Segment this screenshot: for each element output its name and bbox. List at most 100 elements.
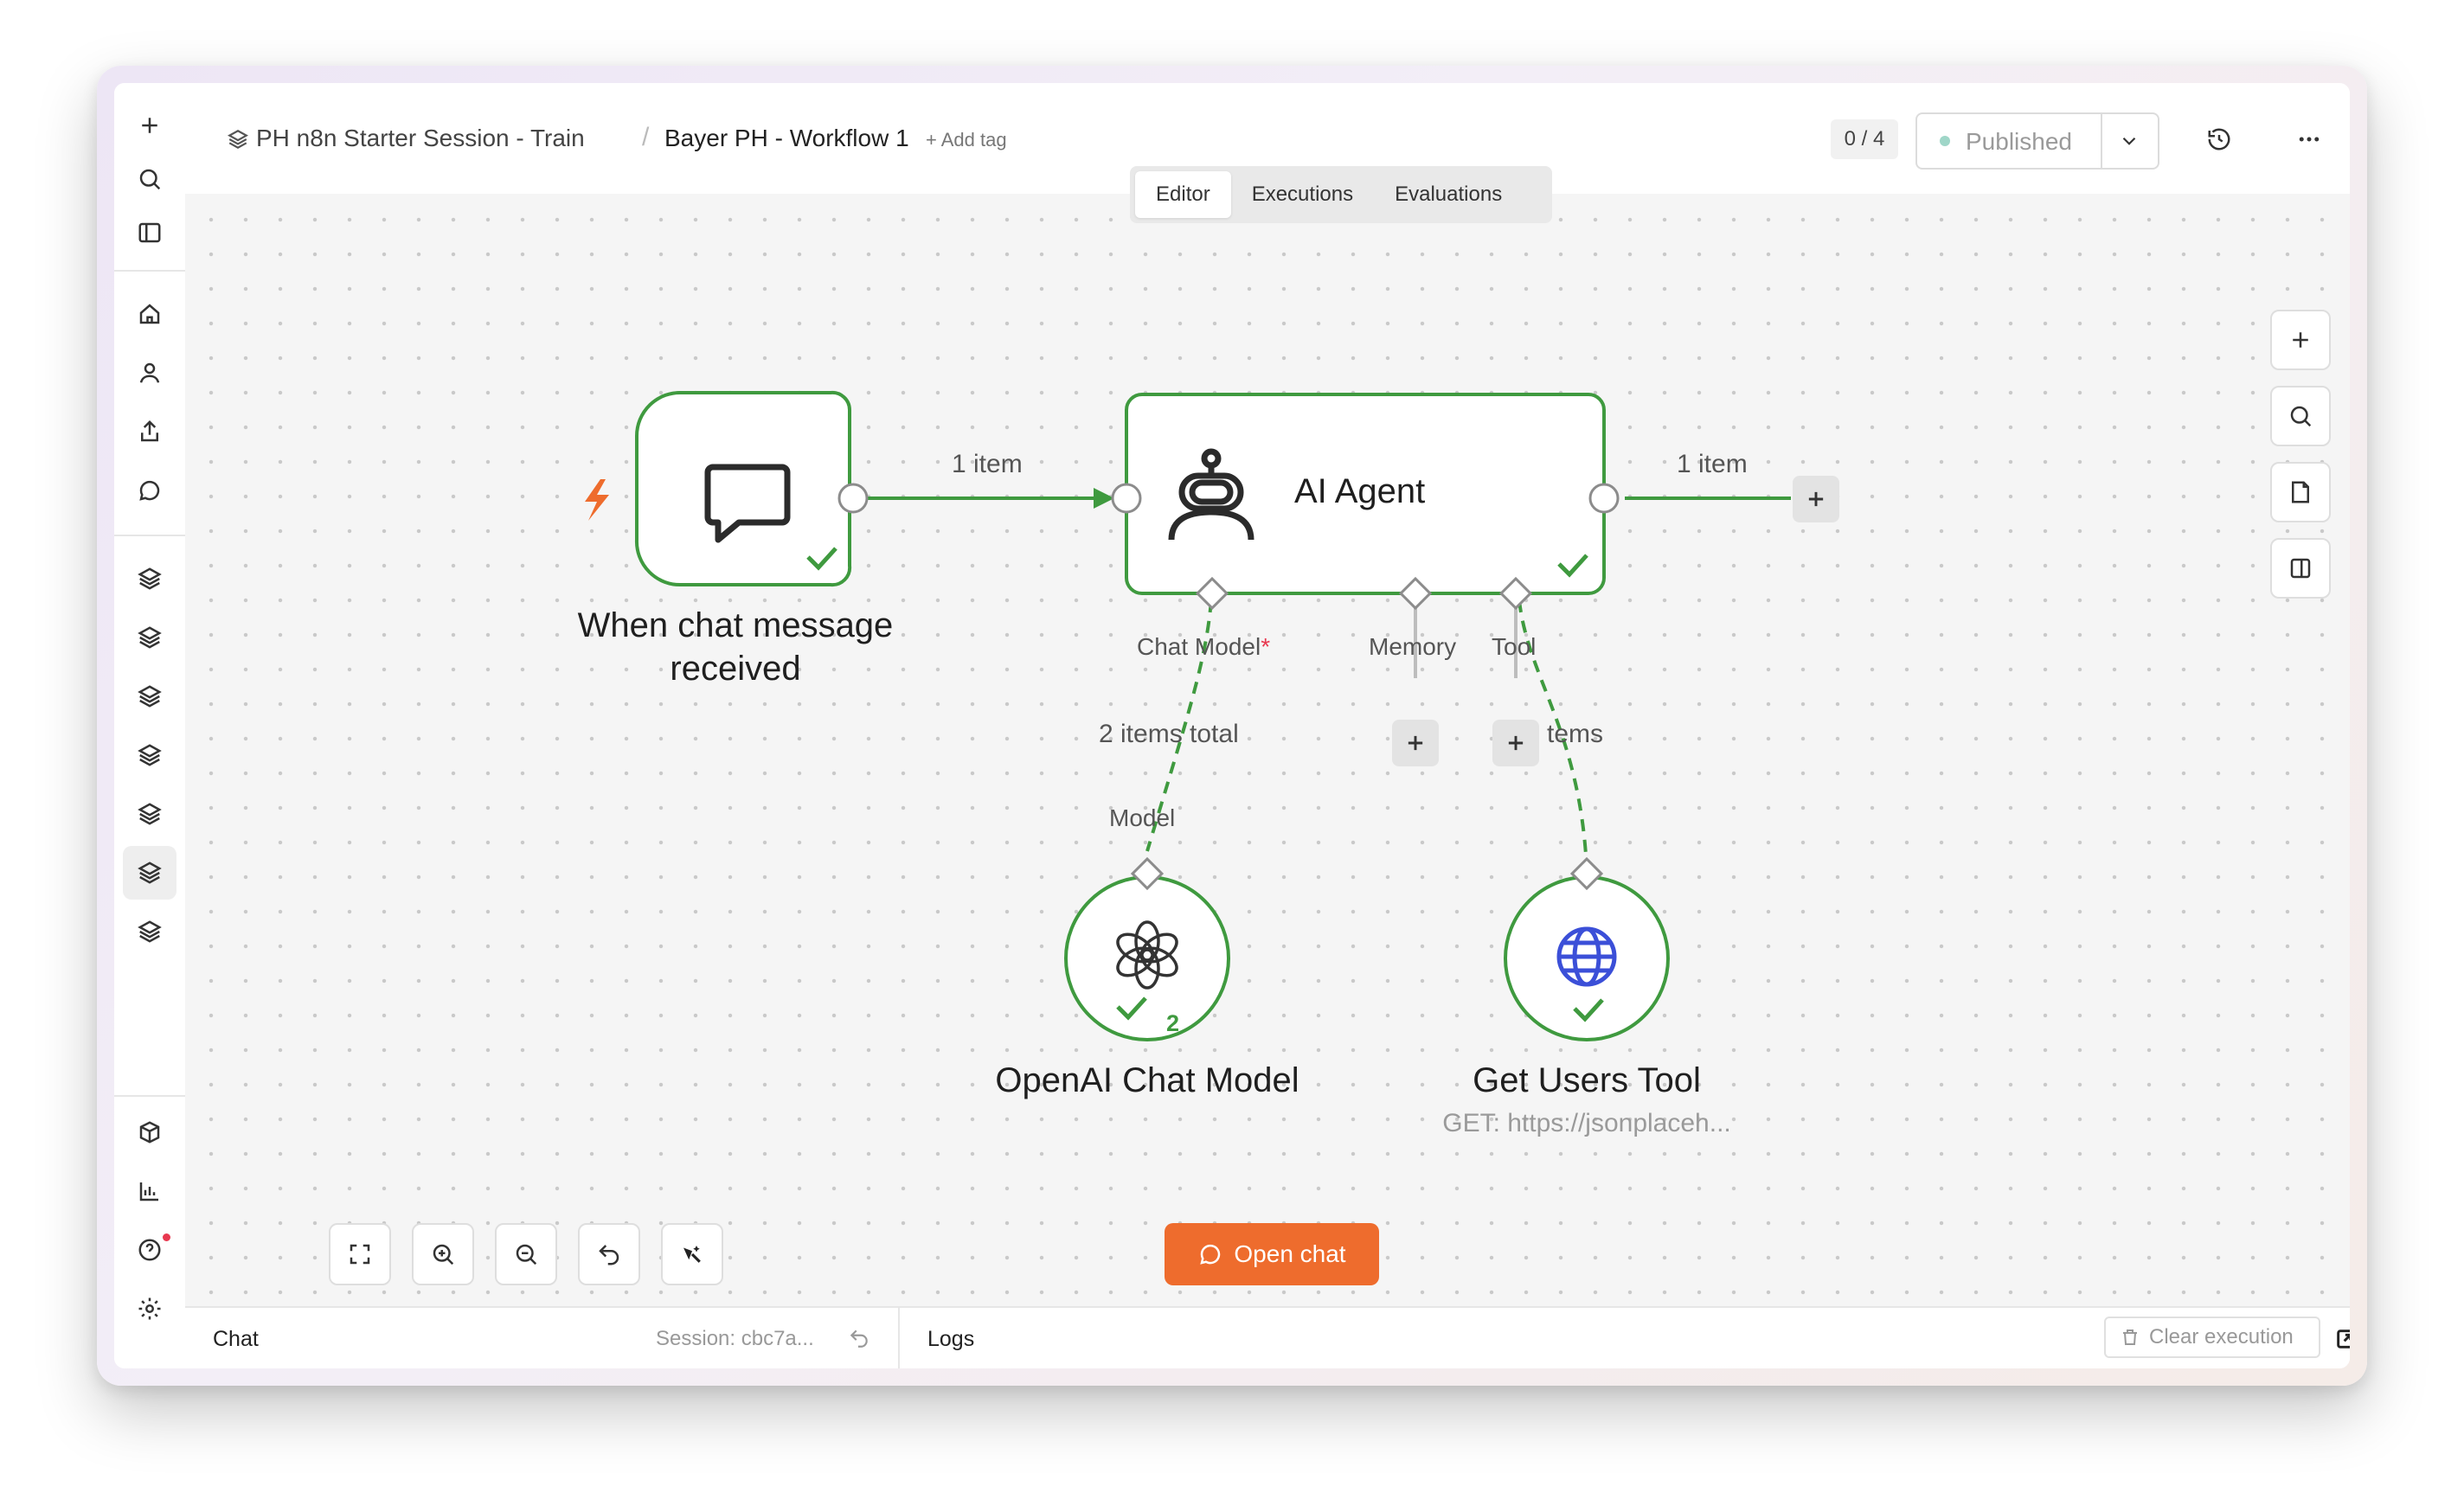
- plus-icon: [1808, 491, 1824, 507]
- note-icon: [2292, 481, 2309, 503]
- users-tool-output-port[interactable]: [1569, 856, 1604, 891]
- publish-group: Published: [1915, 112, 2159, 170]
- tidy-up-button[interactable]: [661, 1223, 723, 1285]
- layers-icon[interactable]: [123, 787, 176, 841]
- zoom-out-icon: [516, 1244, 537, 1265]
- chat-panel-label[interactable]: Chat: [213, 1327, 259, 1351]
- robot-icon: [1168, 448, 1254, 541]
- sidebar-divider: [114, 1095, 185, 1097]
- sticky-note-button[interactable]: [2270, 462, 2331, 522]
- add-node-button[interactable]: [2270, 310, 2331, 370]
- zoom-out-button[interactable]: [495, 1223, 557, 1285]
- plus-icon: [1408, 735, 1423, 751]
- globe-icon: [1556, 926, 1617, 987]
- share-icon[interactable]: [123, 405, 176, 458]
- clear-execution-button[interactable]: Clear execution: [2104, 1317, 2320, 1358]
- search-icon: [2290, 406, 2312, 427]
- openai-logo-icon: [1116, 920, 1178, 990]
- workflow-counter: 0 / 4: [1831, 119, 1898, 159]
- toggle-panel-button[interactable]: [2270, 538, 2331, 599]
- insights-chart-icon[interactable]: [123, 1164, 176, 1218]
- openai-node[interactable]: [1064, 875, 1230, 1041]
- chat-model-port[interactable]: [1195, 576, 1229, 611]
- trash-icon: [2123, 1329, 2137, 1345]
- view-tabs: Editor Executions Evaluations: [1130, 166, 1552, 223]
- panel-icon: [2290, 558, 2311, 579]
- chat-bubble-icon: [704, 464, 791, 543]
- edge-label-trigger-agent: 1 item: [952, 450, 1023, 478]
- open-chat-label: Open chat: [1234, 1240, 1346, 1267]
- add-icon[interactable]: [123, 99, 176, 152]
- undo-button[interactable]: [578, 1223, 640, 1285]
- layers-icon[interactable]: [123, 728, 176, 782]
- sidebar-divider: [114, 535, 185, 536]
- edge-label-chat-model-items: 2 items total: [1099, 720, 1239, 748]
- help-icon[interactable]: [123, 1223, 176, 1277]
- trigger-output-port[interactable]: [837, 483, 869, 514]
- chat-model-label-text: Chat Model: [1137, 633, 1261, 660]
- search-nodes-button[interactable]: [2270, 386, 2331, 446]
- chat-model-port-label: Chat Model*: [1137, 633, 1270, 661]
- edge-label-model: Model: [1109, 804, 1176, 831]
- trigger-node[interactable]: [634, 390, 852, 587]
- add-tool-button[interactable]: [1492, 720, 1539, 766]
- trigger-node-label: When chat message received: [577, 606, 894, 688]
- chevron-down-icon[interactable]: [2118, 130, 2140, 152]
- agent-node-label: AI Agent: [1294, 472, 1426, 510]
- layers-icon[interactable]: [123, 905, 176, 958]
- layers-icon[interactable]: [123, 552, 176, 605]
- open-chat-button[interactable]: Open chat: [1165, 1223, 1379, 1285]
- openai-node-label: OpenAI Chat Model: [995, 1061, 1299, 1099]
- success-check-icon: [1573, 998, 1604, 1022]
- agent-output-port[interactable]: [1588, 483, 1620, 514]
- tool-port[interactable]: [1498, 576, 1533, 611]
- published-button[interactable]: Published: [1966, 128, 2072, 155]
- status-dot: [1940, 136, 1950, 146]
- add-memory-button[interactable]: [1392, 720, 1439, 766]
- session-id: Session: cbc7a...: [656, 1327, 814, 1350]
- workflow-canvas[interactable]: Editor Executions Evaluations: [185, 166, 2350, 1368]
- edge-label-agent-output: 1 item: [1677, 450, 1748, 478]
- add-node-output-button[interactable]: [1793, 476, 1839, 522]
- layers-icon[interactable]: [123, 846, 176, 900]
- edge-label-tool-items: tems: [1547, 720, 1604, 748]
- gear-icon[interactable]: [123, 1282, 176, 1336]
- tab-executions[interactable]: Executions: [1251, 183, 1354, 206]
- reset-session-icon[interactable]: [848, 1327, 870, 1349]
- history-icon[interactable]: [2206, 126, 2232, 152]
- pop-out-icon[interactable]: [2334, 1327, 2350, 1351]
- more-options-icon[interactable]: [2296, 126, 2322, 152]
- zoom-in-button[interactable]: [412, 1223, 474, 1285]
- layers-icon[interactable]: [123, 611, 176, 664]
- bottom-panel-bar: Chat Session: cbc7a... Logs Clear execut…: [185, 1306, 2350, 1368]
- breadcrumb-project[interactable]: PH n8n Starter Session - Train: [256, 125, 585, 151]
- edge-tool[interactable]: [1518, 599, 1588, 869]
- users-tool-node-label: Get Users Tool: [1473, 1061, 1701, 1099]
- tab-editor[interactable]: Editor: [1135, 171, 1231, 218]
- package-icon[interactable]: [123, 1105, 176, 1159]
- logs-panel-label[interactable]: Logs: [927, 1327, 975, 1351]
- fit-view-button[interactable]: [329, 1223, 391, 1285]
- connections-layer: [585, 390, 1791, 1041]
- user-icon[interactable]: [123, 346, 176, 400]
- agent-input-port[interactable]: [1111, 483, 1142, 514]
- sidebar-toggle-icon[interactable]: [123, 206, 176, 259]
- chat-icon: [1200, 1244, 1221, 1265]
- layers-icon[interactable]: [123, 670, 176, 723]
- users-tool-subtitle: GET: https://jsonplaceh...: [1442, 1109, 1731, 1137]
- workflow-name[interactable]: Bayer PH - Workflow 1: [664, 125, 909, 151]
- add-tag-button[interactable]: + Add tag: [926, 129, 1007, 151]
- arrowhead: [1094, 488, 1114, 509]
- search-icon[interactable]: [123, 152, 176, 206]
- home-icon[interactable]: [123, 287, 176, 341]
- notification-dot: [163, 1233, 170, 1241]
- tab-evaluations[interactable]: Evaluations: [1395, 183, 1503, 206]
- tool-port-label: Tool: [1492, 633, 1537, 660]
- fullscreen-icon: [350, 1244, 370, 1265]
- chat-icon[interactable]: [123, 464, 176, 517]
- memory-port[interactable]: [1398, 576, 1433, 611]
- openai-output-port[interactable]: [1130, 856, 1165, 891]
- panel-divider: [898, 1308, 900, 1368]
- edge-chat-model[interactable]: [1145, 599, 1213, 852]
- plus-icon: [2293, 332, 2308, 348]
